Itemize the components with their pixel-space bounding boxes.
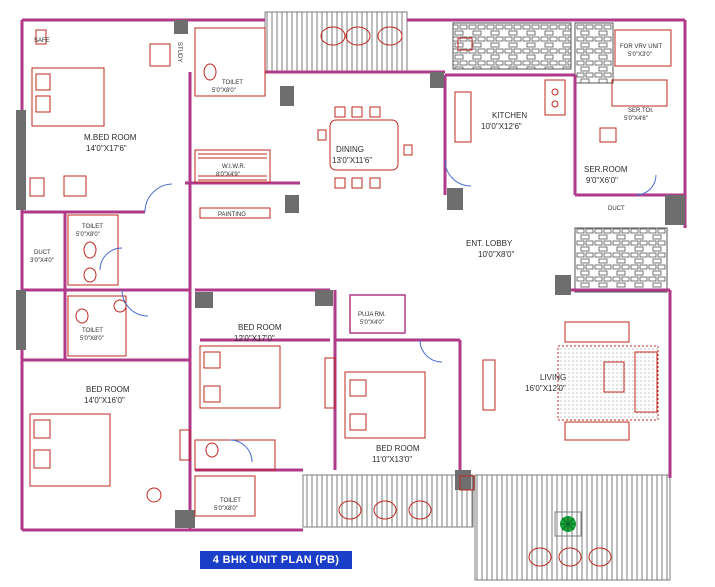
label-safe: SAFE — [34, 38, 50, 44]
label-kitchen-size: 10'0"X12'6" — [481, 122, 522, 131]
label-bed-right: BED ROOM — [376, 444, 420, 453]
label-dining-size: 13'0"X11'6" — [332, 156, 372, 165]
label-toilet-left-b-size: 5'0"X8'0" — [80, 336, 104, 342]
bed-right-furniture — [324, 357, 496, 491]
plan-title: 4 BHK UNIT PLAN (PB) — [200, 551, 352, 569]
label-bed-right-size: 11'0"X13'0" — [372, 455, 412, 464]
living-sofas — [564, 321, 658, 441]
label-wiwr: W.I.W.R. — [222, 164, 246, 170]
label-toilet-top-size: 5'0"X8'0" — [212, 88, 236, 94]
label-ser-room: SER.ROOM — [584, 165, 628, 174]
wiwr-shelves — [194, 149, 271, 219]
label-duct-left-size: 3'0"X4'0" — [30, 258, 54, 264]
ser-room-fixtures — [599, 29, 672, 143]
label-for-vrv-size: 5'0"X3'0" — [628, 52, 652, 58]
label-kitchen: KITCHEN — [492, 111, 527, 120]
lobby-tiles — [574, 227, 668, 293]
balcony-bottom-center — [302, 474, 474, 528]
label-duct-mid: DUCT — [608, 206, 625, 212]
label-ent-lobby: ENT. LOBBY — [466, 239, 513, 248]
label-bed-center: BED ROOM — [238, 323, 282, 332]
bed-center-furniture — [179, 345, 281, 461]
label-dining: DINING — [336, 145, 364, 154]
m-bed-furniture — [29, 29, 171, 197]
doors — [99, 159, 657, 463]
label-painting: PAINTING — [218, 212, 246, 218]
label-m-bed-room: M.BED ROOM — [84, 133, 137, 142]
label-bed-left-size: 14'0"X16'0" — [84, 396, 125, 405]
label-toilet-left-b: TOILET — [82, 328, 103, 334]
dining-table-icon — [317, 106, 413, 189]
label-toilet-left-a: TOILET — [82, 224, 103, 230]
label-for-vrv: FOR VRV UNIT — [620, 44, 663, 50]
label-study: STUDY — [176, 42, 182, 62]
label-wiwr-size: 8'0"X4'9" — [216, 172, 240, 178]
label-duct-left: DUCT — [34, 250, 51, 256]
label-m-bed-room-size: 14'0"X17'6" — [86, 144, 127, 153]
toilet-fixtures — [67, 27, 276, 517]
balcony-top — [264, 11, 408, 73]
kitchen-fixtures — [454, 37, 566, 143]
label-ent-lobby-size: 10'0"X8'0" — [478, 250, 514, 259]
label-toilet-bottom-size: 5'0"X8'0" — [214, 506, 238, 512]
plant-icon — [554, 511, 582, 537]
columns — [16, 20, 685, 528]
walls — [20, 18, 687, 532]
label-toilet-bottom: TOILET — [220, 498, 241, 504]
label-bed-left: BED ROOM — [86, 385, 130, 394]
kitchen-utility-tiles — [452, 22, 614, 84]
label-toilet-left-a-size: 5'0"X8'0" — [76, 232, 100, 238]
label-living: LIVING — [540, 373, 566, 382]
living-rug — [557, 345, 659, 421]
label-ser-toi: SER.TOI. — [628, 108, 654, 114]
label-living-size: 16'0"X12'0" — [525, 384, 566, 393]
label-ser-room-size: 9'0"X6'0" — [586, 176, 618, 185]
label-puja: PUJA RM. — [358, 312, 386, 318]
bed-left-furniture — [29, 413, 162, 503]
label-toilet-top: TOILET — [222, 80, 243, 86]
label-puja-size: 5'0"X4'0" — [360, 320, 384, 326]
label-ser-toi-size: 5'0"X4'6" — [624, 116, 648, 122]
puja-room — [349, 294, 406, 334]
label-bed-center-size: 12'0"X17'0" — [234, 334, 275, 343]
